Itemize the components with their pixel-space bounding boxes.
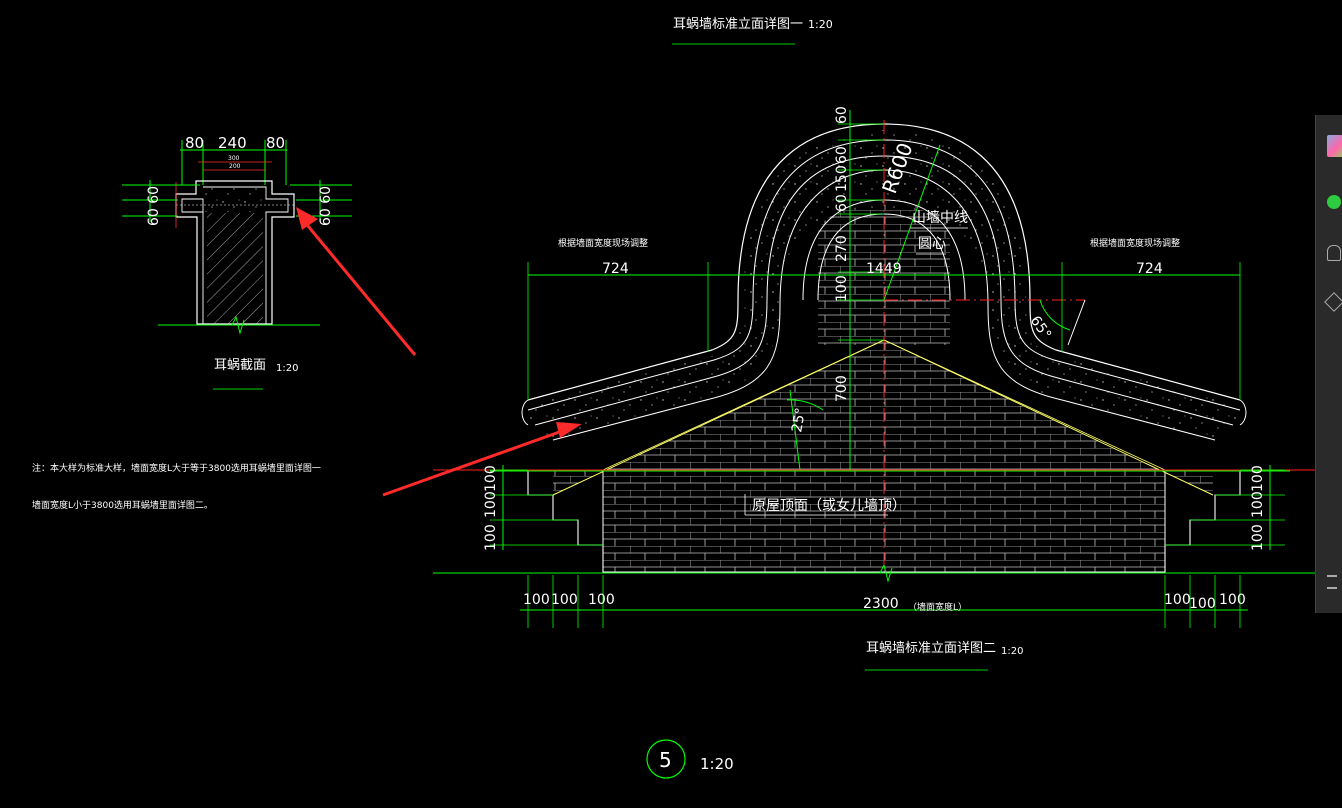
radius-leader bbox=[883, 144, 941, 301]
angle-arc-25 bbox=[786, 399, 824, 411]
cube-icon[interactable] bbox=[1324, 292, 1342, 312]
note-left: 根据墙面宽度现场调整 bbox=[558, 237, 648, 249]
left-dim-100b: 100 bbox=[483, 491, 499, 518]
user-icon[interactable] bbox=[1327, 245, 1341, 261]
sheet-number: 5 bbox=[659, 748, 672, 772]
section-dim-inner-a: 300 bbox=[228, 155, 240, 162]
note-line-2: 墙面宽度L小于3800选用耳蜗墙里面详图二。 bbox=[32, 499, 213, 511]
side-panel bbox=[1315, 115, 1342, 613]
right-dim-100b: 100 bbox=[1250, 491, 1266, 518]
vdim-100: 100 bbox=[834, 275, 850, 302]
arrow-to-section-head bbox=[296, 207, 318, 230]
title-elevation-one-scale: 1:20 bbox=[808, 18, 833, 31]
dim-1449: 1449 bbox=[866, 261, 902, 277]
circle-center-label: 圆心 bbox=[918, 236, 946, 252]
section-title-scale: 1:20 bbox=[276, 363, 298, 374]
vdim-60-top: 60 bbox=[834, 106, 850, 124]
left-dim-100c: 100 bbox=[483, 524, 499, 551]
arrow-to-cap bbox=[382, 428, 566, 497]
annotation-arrows bbox=[296, 207, 582, 497]
elevation-two-drawing: 65° R600 60 150 60 60 270 100 700 山墙中线 圆… bbox=[433, 106, 1342, 671]
vdim-60b: 60 bbox=[834, 194, 850, 212]
bottom-dim-r3: 100 bbox=[1219, 592, 1246, 608]
title-elevation-one-text: 耳蜗墙标准立面详图一 bbox=[673, 16, 803, 32]
bottom-dim-total-note: （墙面宽度L） bbox=[908, 601, 967, 613]
title-elevation-one: 耳蜗墙标准立面详图一 1:20 bbox=[672, 16, 833, 45]
chat-icon[interactable] bbox=[1327, 195, 1341, 209]
angle-label-25: 25° bbox=[789, 406, 809, 433]
dim-724-left: 724 bbox=[602, 261, 629, 277]
section-title-text: 耳蜗截面 bbox=[214, 357, 266, 373]
bottom-dim-l2: 100 bbox=[551, 592, 578, 608]
section-hatch bbox=[207, 213, 263, 324]
sheet-scale: 1:20 bbox=[700, 755, 734, 773]
bottom-dim-r1: 100 bbox=[1164, 592, 1191, 608]
vdim-270: 270 bbox=[834, 235, 850, 262]
section-dim-top-right: 80 bbox=[266, 134, 285, 152]
vdim-150: 150 bbox=[834, 165, 850, 192]
roof-note-label: 原屋顶面（或女儿墙顶） bbox=[752, 497, 906, 514]
right-dim-100a: 100 bbox=[1250, 465, 1266, 492]
dim-724-right: 724 bbox=[1136, 261, 1163, 277]
sheet-number-badge: 5 1:20 bbox=[646, 739, 734, 779]
stepped-base-outline bbox=[527, 470, 1241, 573]
angle-arc-65 bbox=[1039, 299, 1071, 331]
app-thumbnail-icon[interactable] bbox=[1327, 135, 1342, 157]
centerline-label: 山墙中线 bbox=[912, 210, 968, 226]
section-dim-top-mid: 240 bbox=[218, 134, 247, 152]
menu-icon[interactable] bbox=[1327, 575, 1337, 589]
right-dim-100c: 100 bbox=[1250, 524, 1266, 551]
arrow-to-section bbox=[301, 219, 417, 356]
section-dim-left-stack: 60 60 bbox=[146, 186, 162, 226]
notes-block: 注：本大样为标准大样，墙面宽度L大于等于3800选用耳蜗墙里面详图一 墙面宽度L… bbox=[32, 462, 321, 511]
bottom-dim-l3: 100 bbox=[588, 592, 615, 608]
left-dim-100a: 100 bbox=[483, 465, 499, 492]
section-detail: 80 240 80 300 200 60 60 60 60 耳蜗截面 1:20 bbox=[122, 134, 352, 390]
sheet-number-circle bbox=[646, 739, 686, 779]
section-dim-top-left: 80 bbox=[185, 134, 204, 152]
title-elevation-two-text: 耳蜗墙标准立面详图二 bbox=[866, 640, 996, 656]
arrow-to-cap-head bbox=[556, 422, 582, 438]
section-dim-right-stack: 60 60 bbox=[318, 186, 334, 226]
bottom-dim-r2: 100 bbox=[1189, 596, 1216, 612]
vdim-700: 700 bbox=[834, 375, 850, 402]
note-line-1: 注：本大样为标准大样，墙面宽度L大于等于3800选用耳蜗墙里面详图一 bbox=[32, 462, 321, 474]
title-elevation-two-scale: 1:20 bbox=[1001, 646, 1023, 657]
note-right: 根据墙面宽度现场调整 bbox=[1090, 237, 1180, 249]
section-dim-inner-b: 200 bbox=[229, 163, 241, 170]
bottom-dim-l1: 100 bbox=[523, 592, 550, 608]
vdim-60a: 60 bbox=[834, 146, 850, 164]
bottom-dim-total: 2300 bbox=[863, 596, 899, 612]
